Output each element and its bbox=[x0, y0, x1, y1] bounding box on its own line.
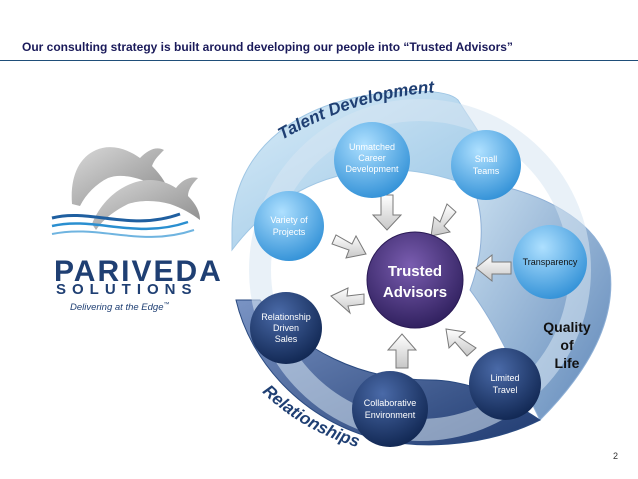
arrow-from-transparency-icon bbox=[475, 253, 512, 283]
arrow-from-relationship-sales-icon bbox=[330, 287, 365, 315]
node-small-teams: Small Teams bbox=[451, 130, 521, 200]
node-career-development: Unmatched Career Development bbox=[334, 122, 410, 198]
career-line-1: Unmatched bbox=[349, 142, 395, 152]
arrow-from-limited-travel-icon bbox=[445, 328, 477, 357]
career-line-3: Development bbox=[345, 164, 399, 174]
node-transparency: Transparency bbox=[513, 225, 587, 299]
variety-line-1: Variety of bbox=[270, 215, 308, 225]
logo-name: PARIVEDA bbox=[54, 255, 223, 288]
page-number: 2 bbox=[612, 451, 618, 461]
logo-tagline: Delivering at the Edge™ bbox=[70, 302, 169, 313]
transparency-line-1: Transparency bbox=[523, 257, 578, 267]
dolphin-back-icon bbox=[71, 147, 170, 206]
relationship-line-3: Sales bbox=[275, 334, 298, 344]
arrow-from-variety-icon bbox=[331, 234, 367, 259]
arrow-from-small-teams-icon bbox=[430, 203, 457, 237]
center-line-1: Trusted bbox=[388, 263, 442, 280]
node-variety-of-projects: Variety of Projects bbox=[254, 191, 324, 261]
collaborative-line-1: Collaborative bbox=[364, 398, 417, 408]
logo-tagline-text: Delivering at the Edge bbox=[70, 302, 164, 314]
logo-subtitle: SOLUTIONS bbox=[56, 281, 198, 298]
center-line-2: Advisors bbox=[383, 284, 447, 301]
career-line-2: Career bbox=[358, 153, 386, 163]
quality-line-2: of bbox=[560, 337, 574, 353]
node-collaborative-environment: Collaborative Environment bbox=[352, 371, 428, 447]
title-divider bbox=[0, 60, 638, 61]
variety-line-2: Projects bbox=[273, 227, 306, 237]
small-teams-line-1: Small bbox=[475, 154, 498, 164]
quality-of-life-label: Quality of Life bbox=[543, 319, 591, 371]
dolphin-front-icon bbox=[92, 177, 200, 230]
relationship-line-2: Driven bbox=[273, 323, 299, 333]
node-relationship-driven-sales: Relationship Driven Sales bbox=[250, 292, 322, 364]
limited-travel-line-2: Travel bbox=[493, 385, 518, 395]
slide-title: Our consulting strategy is built around … bbox=[22, 40, 513, 54]
limited-travel-line-1: Limited bbox=[490, 373, 519, 383]
center-trusted-advisors: Trusted Advisors bbox=[366, 231, 464, 329]
top-bar bbox=[0, 0, 638, 6]
collaborative-line-2: Environment bbox=[365, 410, 416, 420]
arrow-from-collaborative-icon bbox=[386, 333, 418, 369]
relationship-line-1: Relationship bbox=[261, 312, 311, 322]
quality-line-1: Quality bbox=[543, 319, 591, 335]
node-limited-travel: Limited Travel bbox=[469, 348, 541, 420]
small-teams-line-2: Teams bbox=[473, 166, 500, 176]
arrow-from-career-icon bbox=[371, 194, 403, 231]
trademark-mark: ™ bbox=[163, 302, 170, 308]
wave-lines-icon bbox=[51, 212, 195, 238]
quality-line-3: Life bbox=[555, 355, 580, 371]
relationships-band bbox=[235, 299, 541, 446]
arrows bbox=[330, 194, 512, 369]
